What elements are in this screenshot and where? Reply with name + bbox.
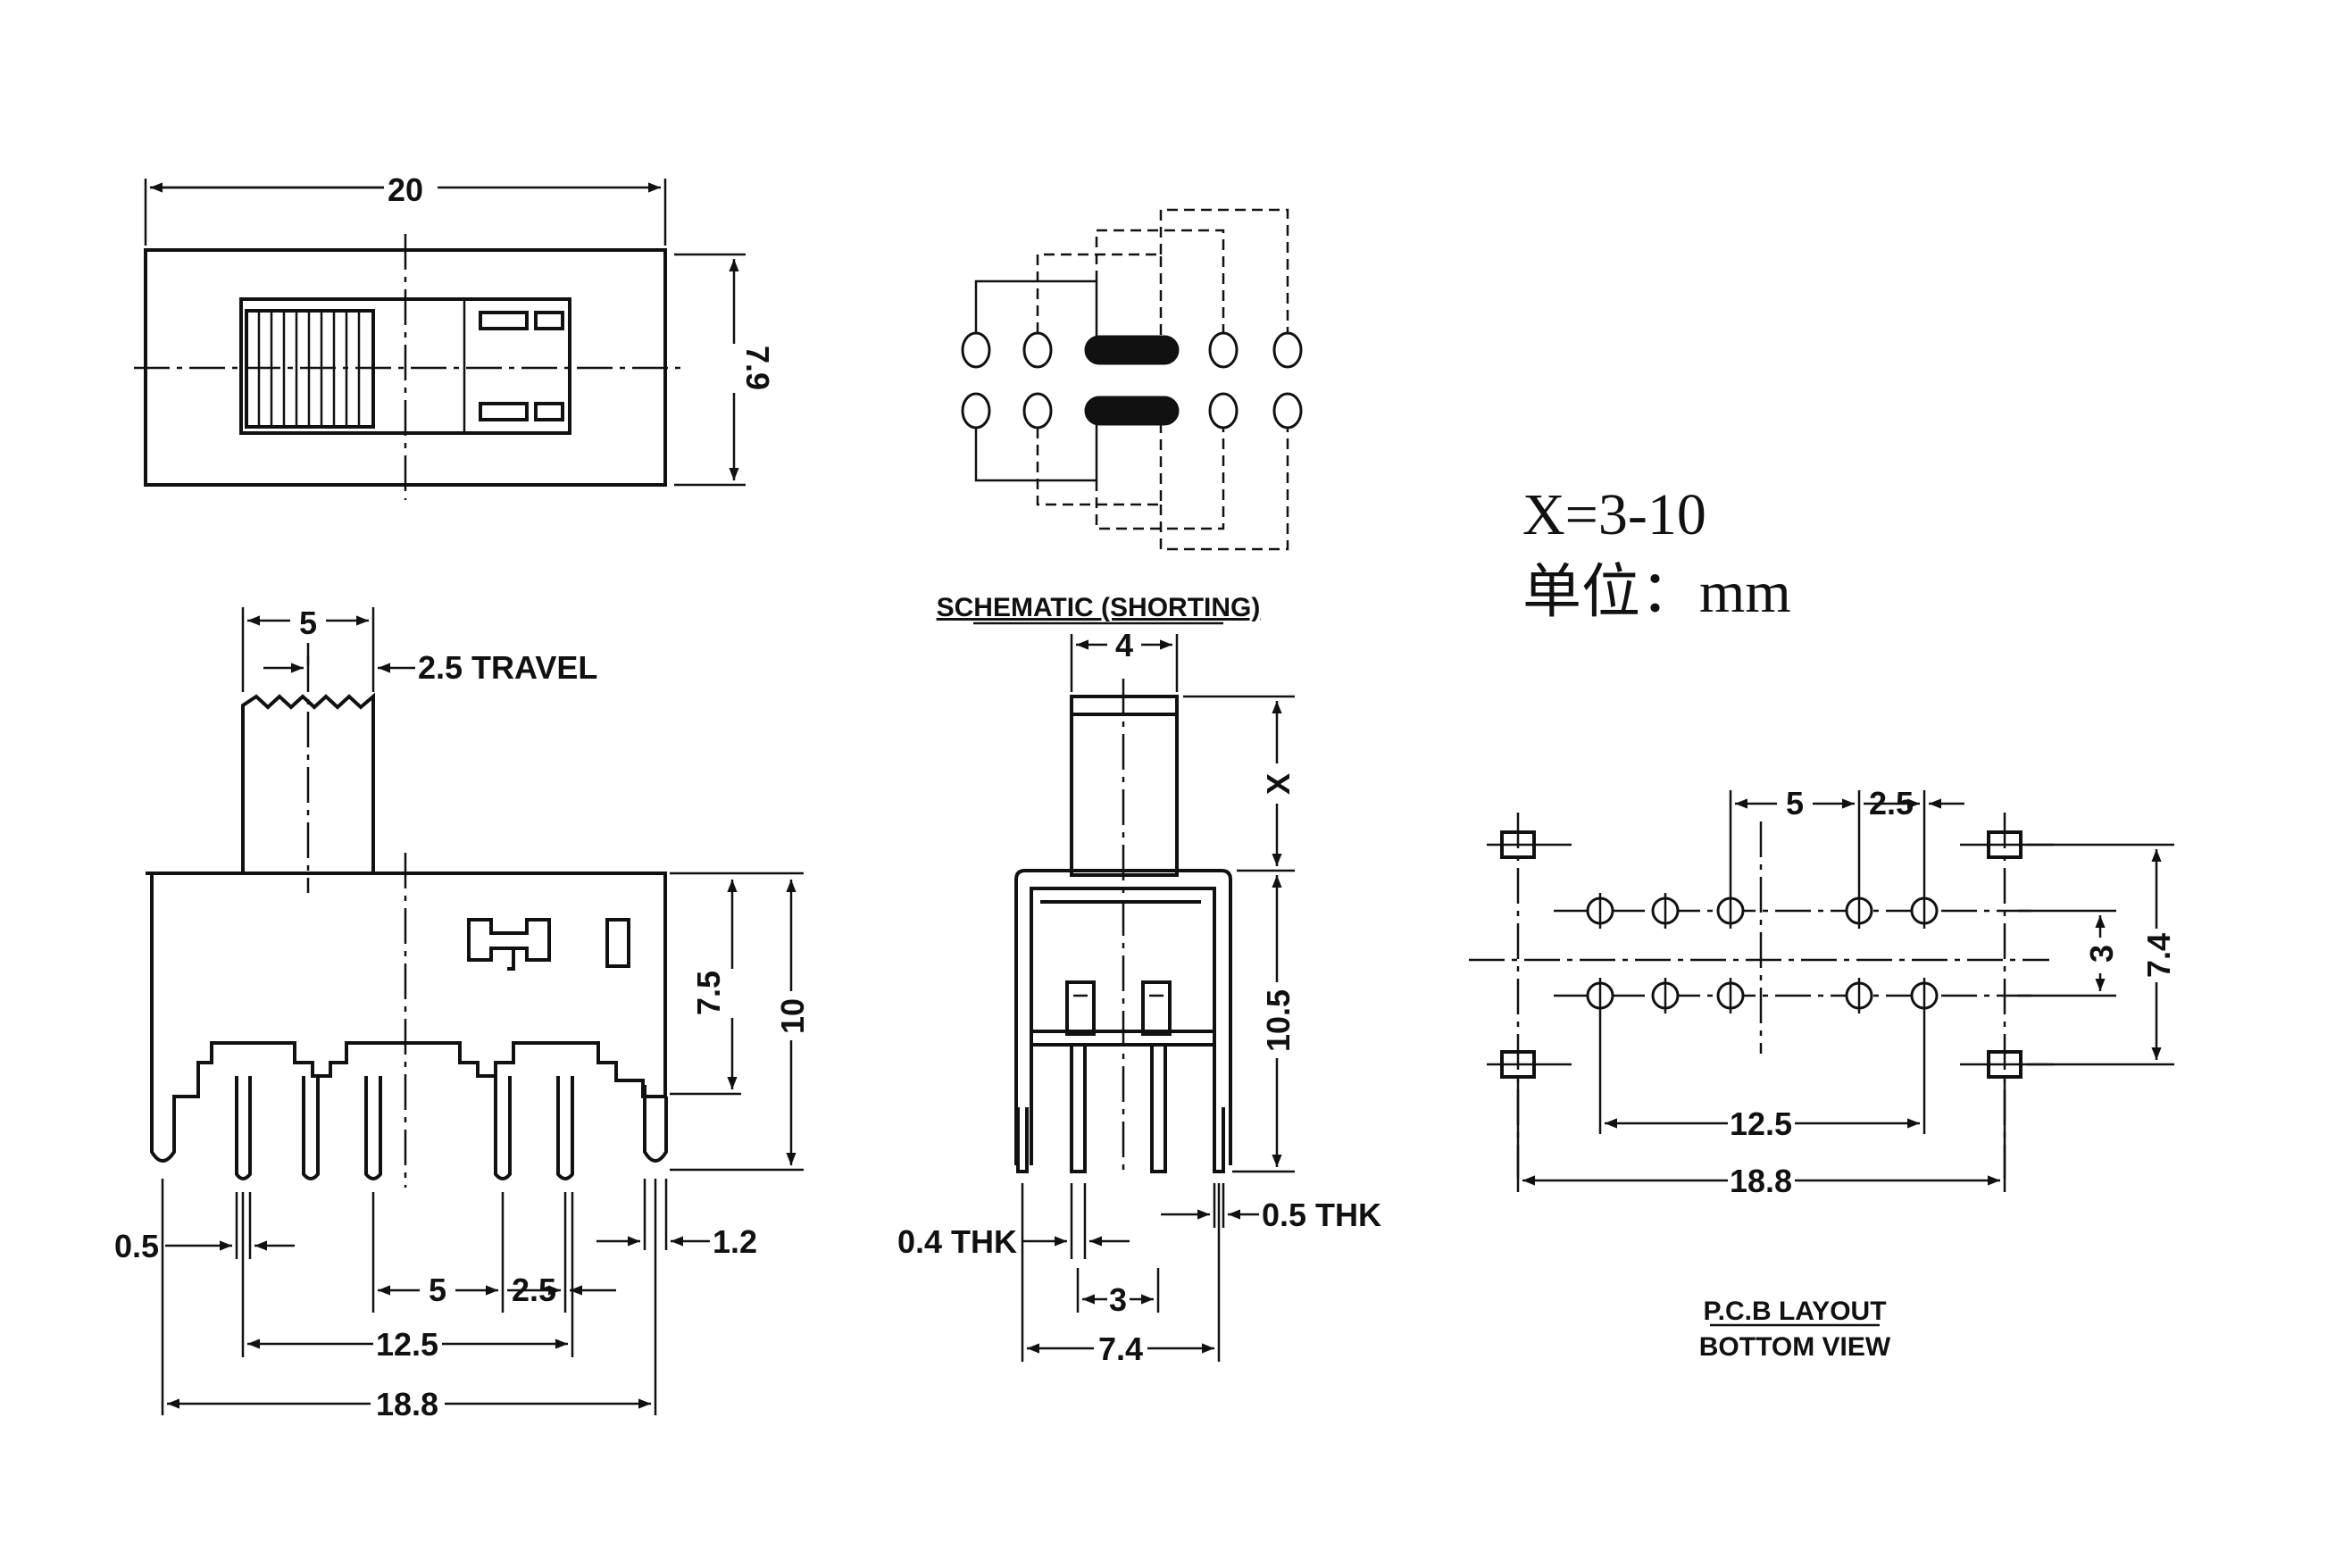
side-view: 5 2.5 TRAVEL 7.5 10 0.5 1.2 5 2.5 — [114, 605, 811, 1422]
pitch-5-dim: 5 — [429, 1272, 446, 1308]
total-188-dim: 18.8 — [376, 1386, 438, 1422]
height-10-dim: 10 — [774, 998, 811, 1034]
thk-04-dim: 0.4 THK — [897, 1223, 1017, 1260]
unit-note: 单位：mm — [1522, 560, 1791, 625]
front-view: 4 X 10.5 0.4 THK 0.5 THK 3 7.4 — [897, 627, 1381, 1367]
pcb-layout: 5 2.5 3 7.4 12.5 18.8 P.C.B LAYOUT BOTTO… — [1469, 785, 2177, 1362]
pcb-row-3-dim: 3 — [2083, 945, 2120, 963]
pitch-25-dim: 2.5 — [512, 1272, 556, 1308]
span-125-dim: 12.5 — [376, 1326, 438, 1363]
pcb-span-125-dim: 12.5 — [1730, 1105, 1792, 1142]
front-actuator-dim: 4 — [1115, 627, 1133, 663]
pin-width-dim: 0.5 — [114, 1228, 159, 1264]
pcb-caption-line2: BOTTOM VIEW — [1699, 1332, 1891, 1362]
actuator-width-dim: 5 — [299, 605, 317, 641]
edge-12-dim: 1.2 — [713, 1223, 757, 1260]
schematic-caption: SCHEMATIC (SHORTING) — [937, 593, 1261, 622]
x-range-note: X=3-10 — [1522, 482, 1706, 547]
front-height-dim: 10.5 — [1260, 989, 1297, 1052]
shorting-contact-lower — [1084, 396, 1180, 426]
top-height-dim: 7.9 — [739, 346, 776, 390]
side-pins — [235, 1076, 574, 1180]
height-75-dim: 7.5 — [690, 971, 727, 1015]
shorting-contact-upper — [1084, 335, 1180, 365]
top-width-dim: 20 — [388, 171, 423, 208]
pcb-height-74-dim: 7.4 — [2140, 933, 2177, 978]
front-width-dim: 7.4 — [1098, 1330, 1143, 1367]
schematic: SCHEMATIC (SHORTING) — [937, 208, 1303, 625]
pcb-pitch-25-dim: 2.5 — [1869, 785, 1914, 822]
mount-pads — [1487, 830, 2054, 1079]
switch-symbol-icon — [467, 918, 551, 962]
thk-05-dim: 0.5 THK — [1262, 1197, 1381, 1233]
pcb-holes — [1586, 893, 1939, 1013]
side-body — [146, 872, 667, 1163]
pitch-3-dim: 3 — [1109, 1281, 1127, 1318]
pcb-pitch-5-dim: 5 — [1786, 785, 1804, 822]
pcb-caption-line1: P.C.B LAYOUT — [1703, 1297, 1886, 1326]
top-view: 20 7.9 — [134, 171, 776, 500]
travel-dim: 2.5 TRAVEL — [418, 649, 597, 686]
front-x-dim: X — [1260, 773, 1297, 795]
pcb-total-188-dim: 18.8 — [1730, 1163, 1792, 1199]
